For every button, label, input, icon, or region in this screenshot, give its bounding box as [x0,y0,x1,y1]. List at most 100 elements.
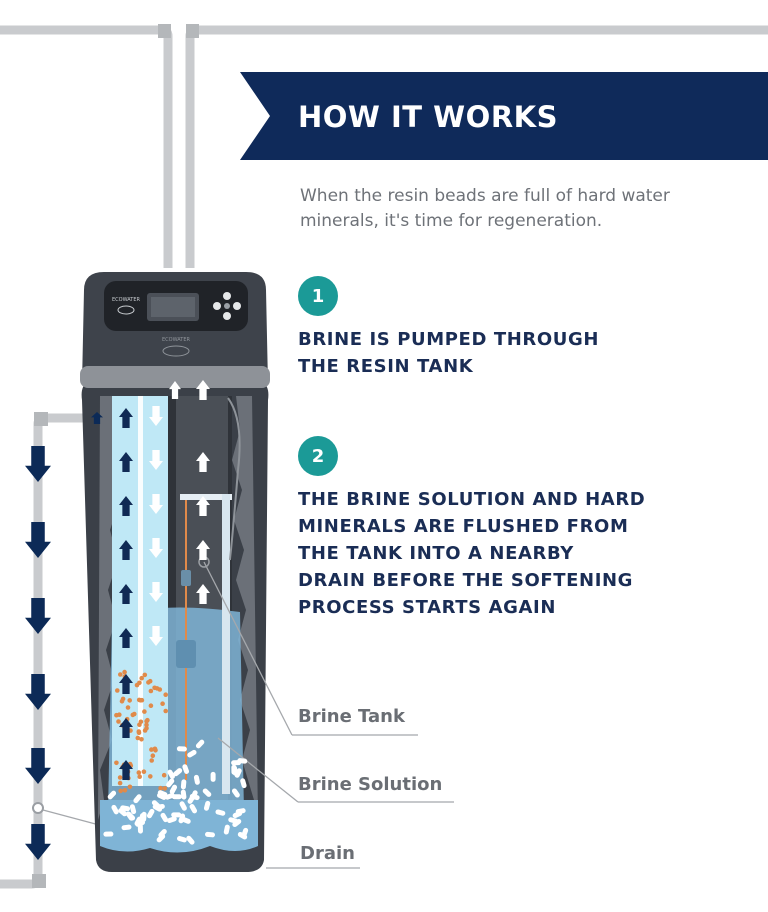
resin-bead [189,804,198,814]
mineral-dot [148,703,154,708]
mineral-dot [115,688,120,693]
mineral-dot [141,769,147,774]
up-arrow-icon [196,380,210,400]
mineral-dot [163,692,168,697]
mineral-dot [135,735,141,741]
up-arrow-icon [169,381,181,399]
mineral-dot [122,788,128,793]
resin-bead [156,833,166,843]
down-arrow-icon [25,446,51,482]
resin-bead [125,811,134,821]
up-arrow-icon [119,718,133,738]
up-arrow-icon [119,628,133,648]
intro-text: When the resin beads are full of hard wa… [300,186,670,231]
mineral-dot [118,788,123,794]
up-arrows [119,380,210,780]
step-1-text: BRINE IS PUMPED THROUGH THE RESIN TANK [298,329,600,377]
mineral-dot [142,709,147,714]
drain-label: Drain [300,843,355,864]
mineral-dot [160,701,165,706]
resin-bead [141,811,147,822]
resin-bead [167,816,177,823]
down-arrow-icon [149,538,163,558]
brine-tank-label: Brine Tank [298,706,405,727]
step-1-badge: 1 [298,276,338,316]
resin-bead [103,831,114,837]
resin-bead [171,794,182,800]
resin-bead [176,746,187,752]
mineral-dot [127,698,132,703]
resin-bead [240,778,247,789]
step-2-text: THE BRINE SOLUTION AND HARD MINERALS ARE… [298,489,646,618]
mineral-dot [137,774,142,779]
supply-pipes [0,24,768,268]
mineral-dot [117,712,122,717]
mineral-dot [154,686,160,691]
resin-bead [167,769,175,779]
down-arrow-icon [149,494,163,514]
mineral-dot [127,784,133,790]
dpad-icon[interactable] [213,292,241,320]
down-arrow-icon [25,674,51,710]
mineral-dot [149,747,154,752]
resin-bead [232,765,238,776]
resin-bead [176,836,187,843]
resin-bead [169,784,178,795]
down-arrow-icon [149,450,163,470]
resin-bead [121,824,132,831]
mineral-dot [118,672,123,677]
mineral-dot [162,786,168,791]
brine-solution-label: Brine Solution [298,774,443,795]
mineral-dot [152,746,158,752]
mineral-dot [145,717,150,723]
resin-bead [237,831,248,840]
resin-bead [210,771,216,782]
mineral-dot [114,760,119,766]
resin-bead [187,794,196,804]
resin-bead [203,800,211,811]
up-arrow-icon [196,540,210,560]
up-arrow-icon [196,452,210,472]
resin-bead [180,779,187,790]
down-arrow-icon [25,522,51,558]
cabinet-interior [98,396,454,869]
down-arrow-icon [149,406,163,426]
resin-bead [186,835,195,845]
resin-bead [173,768,183,777]
resin-bead [195,739,205,749]
mineral-dot [136,729,142,734]
resin-bead [231,788,240,798]
resin-bead [111,804,119,815]
resin-bead [182,764,190,774]
mineral-dot [134,682,140,688]
down-white-arrows [149,406,163,646]
mineral-dot [158,785,163,791]
up-arrow-icon [196,584,210,604]
resin-bead [193,774,200,785]
resin-bead [134,816,142,827]
resin-bead [133,794,142,804]
mineral-dot [144,722,149,728]
mineral-dot [117,780,123,786]
mineral-dot [146,680,151,685]
resin-bead [232,810,243,819]
resin-bead [180,789,187,800]
mineral-dot [148,688,154,694]
resin-bead [146,808,155,819]
up-arrow-icon [119,540,133,560]
up-arrow-icon [119,408,133,428]
left-arrow-icon [91,412,103,424]
svg-text:ECOWATER: ECOWATER [162,337,191,343]
up-arrow-icon [119,674,133,694]
resin-bead [157,792,167,800]
resin-bead [202,788,212,797]
resin-bead [223,824,230,835]
up-arrow-icon [119,452,133,472]
mineral-dot [161,772,167,778]
mineral-dot [122,669,127,675]
mineral-dot [139,675,144,681]
up-arrow-icon [119,496,133,516]
resin-bead [160,812,169,823]
down-arrow-icon [25,598,51,634]
